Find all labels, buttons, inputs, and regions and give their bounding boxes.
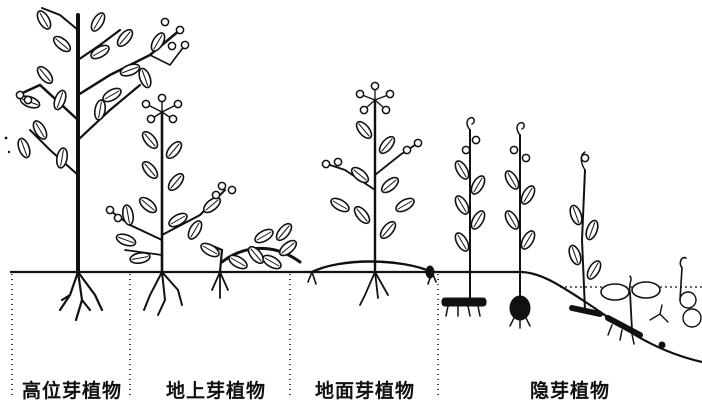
- column-dividers: [12, 274, 438, 395]
- ground-line: [10, 272, 702, 362]
- label-phanerophyte: 高位芽植物: [14, 378, 130, 404]
- cryptophyte-plant-rhizome: [442, 118, 487, 316]
- label-chamaephyte: 地上芽植物: [148, 378, 284, 404]
- cryptophyte-plant-aquatic: [601, 258, 701, 348]
- margin-mark: [5, 137, 11, 154]
- chamaephyte-plant-creeping: [199, 221, 300, 298]
- label-cryptophyte: 隐芽植物: [480, 378, 660, 404]
- cryptophyte-plant-bulb: [503, 123, 538, 328]
- label-hemicryptophyte: 地面芽植物: [300, 378, 430, 404]
